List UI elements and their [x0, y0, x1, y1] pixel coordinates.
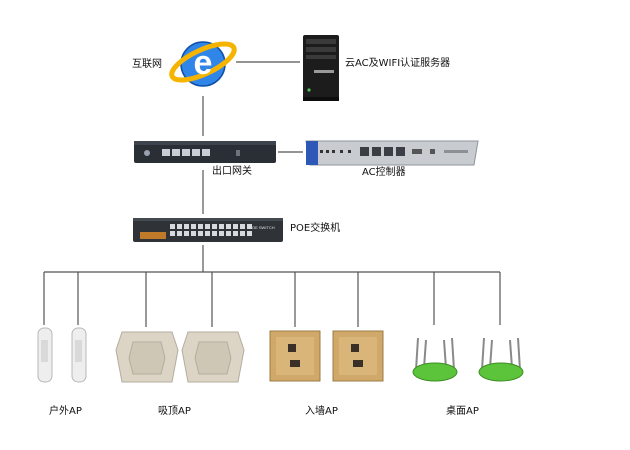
- wall-ap-icon: [269, 330, 384, 382]
- ac-controller-icon: [305, 140, 479, 166]
- wall-ap-label: 入墙AP: [305, 406, 338, 417]
- gateway-label: 出口网关: [212, 166, 252, 177]
- ceiling-ap-label: 吸顶AP: [158, 406, 191, 417]
- switch-badge-text: POE SWITCH: [249, 225, 274, 230]
- ie-globe-icon: e: [169, 41, 237, 87]
- outdoor-ap-icon: [37, 327, 87, 383]
- outdoor-ap-label: 户外AP: [49, 406, 82, 417]
- tower-server-icon: [303, 35, 339, 101]
- internet-label: 互联网: [132, 59, 162, 70]
- desktop-ap-icon: [412, 337, 524, 382]
- desktop-ap-label: 桌面AP: [446, 406, 479, 417]
- ac-controller-label: AC控制器: [362, 167, 406, 178]
- poe-switch-label: POE交换机: [290, 223, 341, 234]
- svg-text:e: e: [194, 44, 213, 82]
- rack-router-icon: [134, 141, 276, 163]
- connection-lines: [43, 61, 501, 327]
- ceiling-ap-icon: [115, 331, 245, 383]
- poe-switch-icon: POE SWITCH: [133, 218, 283, 242]
- cloud-server-label: 云AC及WIFI认证服务器: [345, 58, 451, 69]
